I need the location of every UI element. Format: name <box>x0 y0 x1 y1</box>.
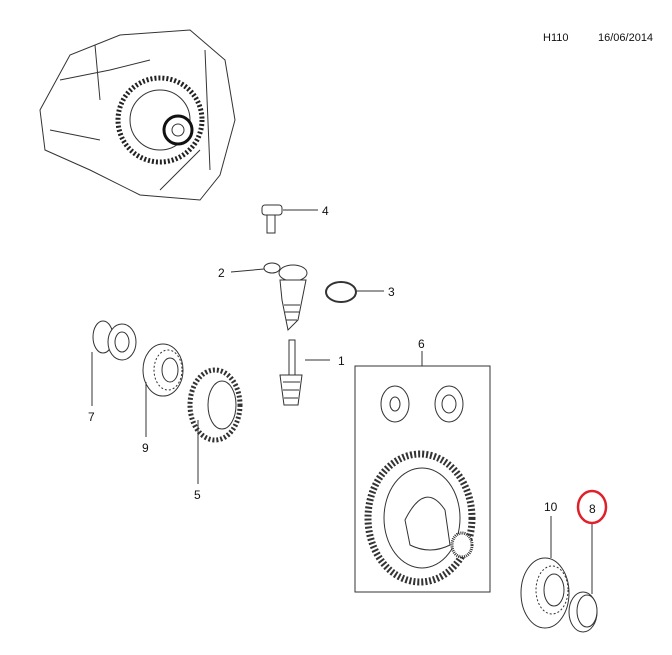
callout-5[interactable]: 5 <box>194 488 201 502</box>
callout-10[interactable]: 10 <box>544 500 558 514</box>
diagram-code: H110 <box>543 32 569 44</box>
part-3-o-ring[interactable] <box>325 281 357 303</box>
part-9-bearing[interactable] <box>142 343 184 397</box>
callout-9[interactable]: 9 <box>142 441 149 455</box>
transmission-overview-illustration <box>39 29 236 201</box>
diagram-date: 16/06/2014 <box>598 32 654 44</box>
part-5-helical-gear[interactable] <box>187 367 243 443</box>
callout-3[interactable]: 3 <box>388 285 395 299</box>
leader-lines <box>91 209 593 594</box>
part-4-bolt[interactable] <box>261 204 283 234</box>
callout-4[interactable]: 4 <box>322 204 329 218</box>
callout-2[interactable]: 2 <box>218 266 225 280</box>
callout-6[interactable]: 6 <box>418 337 425 351</box>
part-7-bushing[interactable] <box>92 320 137 361</box>
part-2-speedometer-drive[interactable] <box>263 262 308 332</box>
part-8-seal-ring[interactable] <box>568 591 598 633</box>
part-1-pinion-shaft[interactable] <box>279 339 303 406</box>
part-6-differential-assembly[interactable] <box>354 365 491 593</box>
part-10-differential-bearing[interactable] <box>520 557 570 629</box>
callout-8[interactable]: 8 <box>589 502 596 516</box>
highlight-circle <box>576 489 608 525</box>
callout-1[interactable]: 1 <box>338 354 345 368</box>
callout-7[interactable]: 7 <box>88 410 95 424</box>
